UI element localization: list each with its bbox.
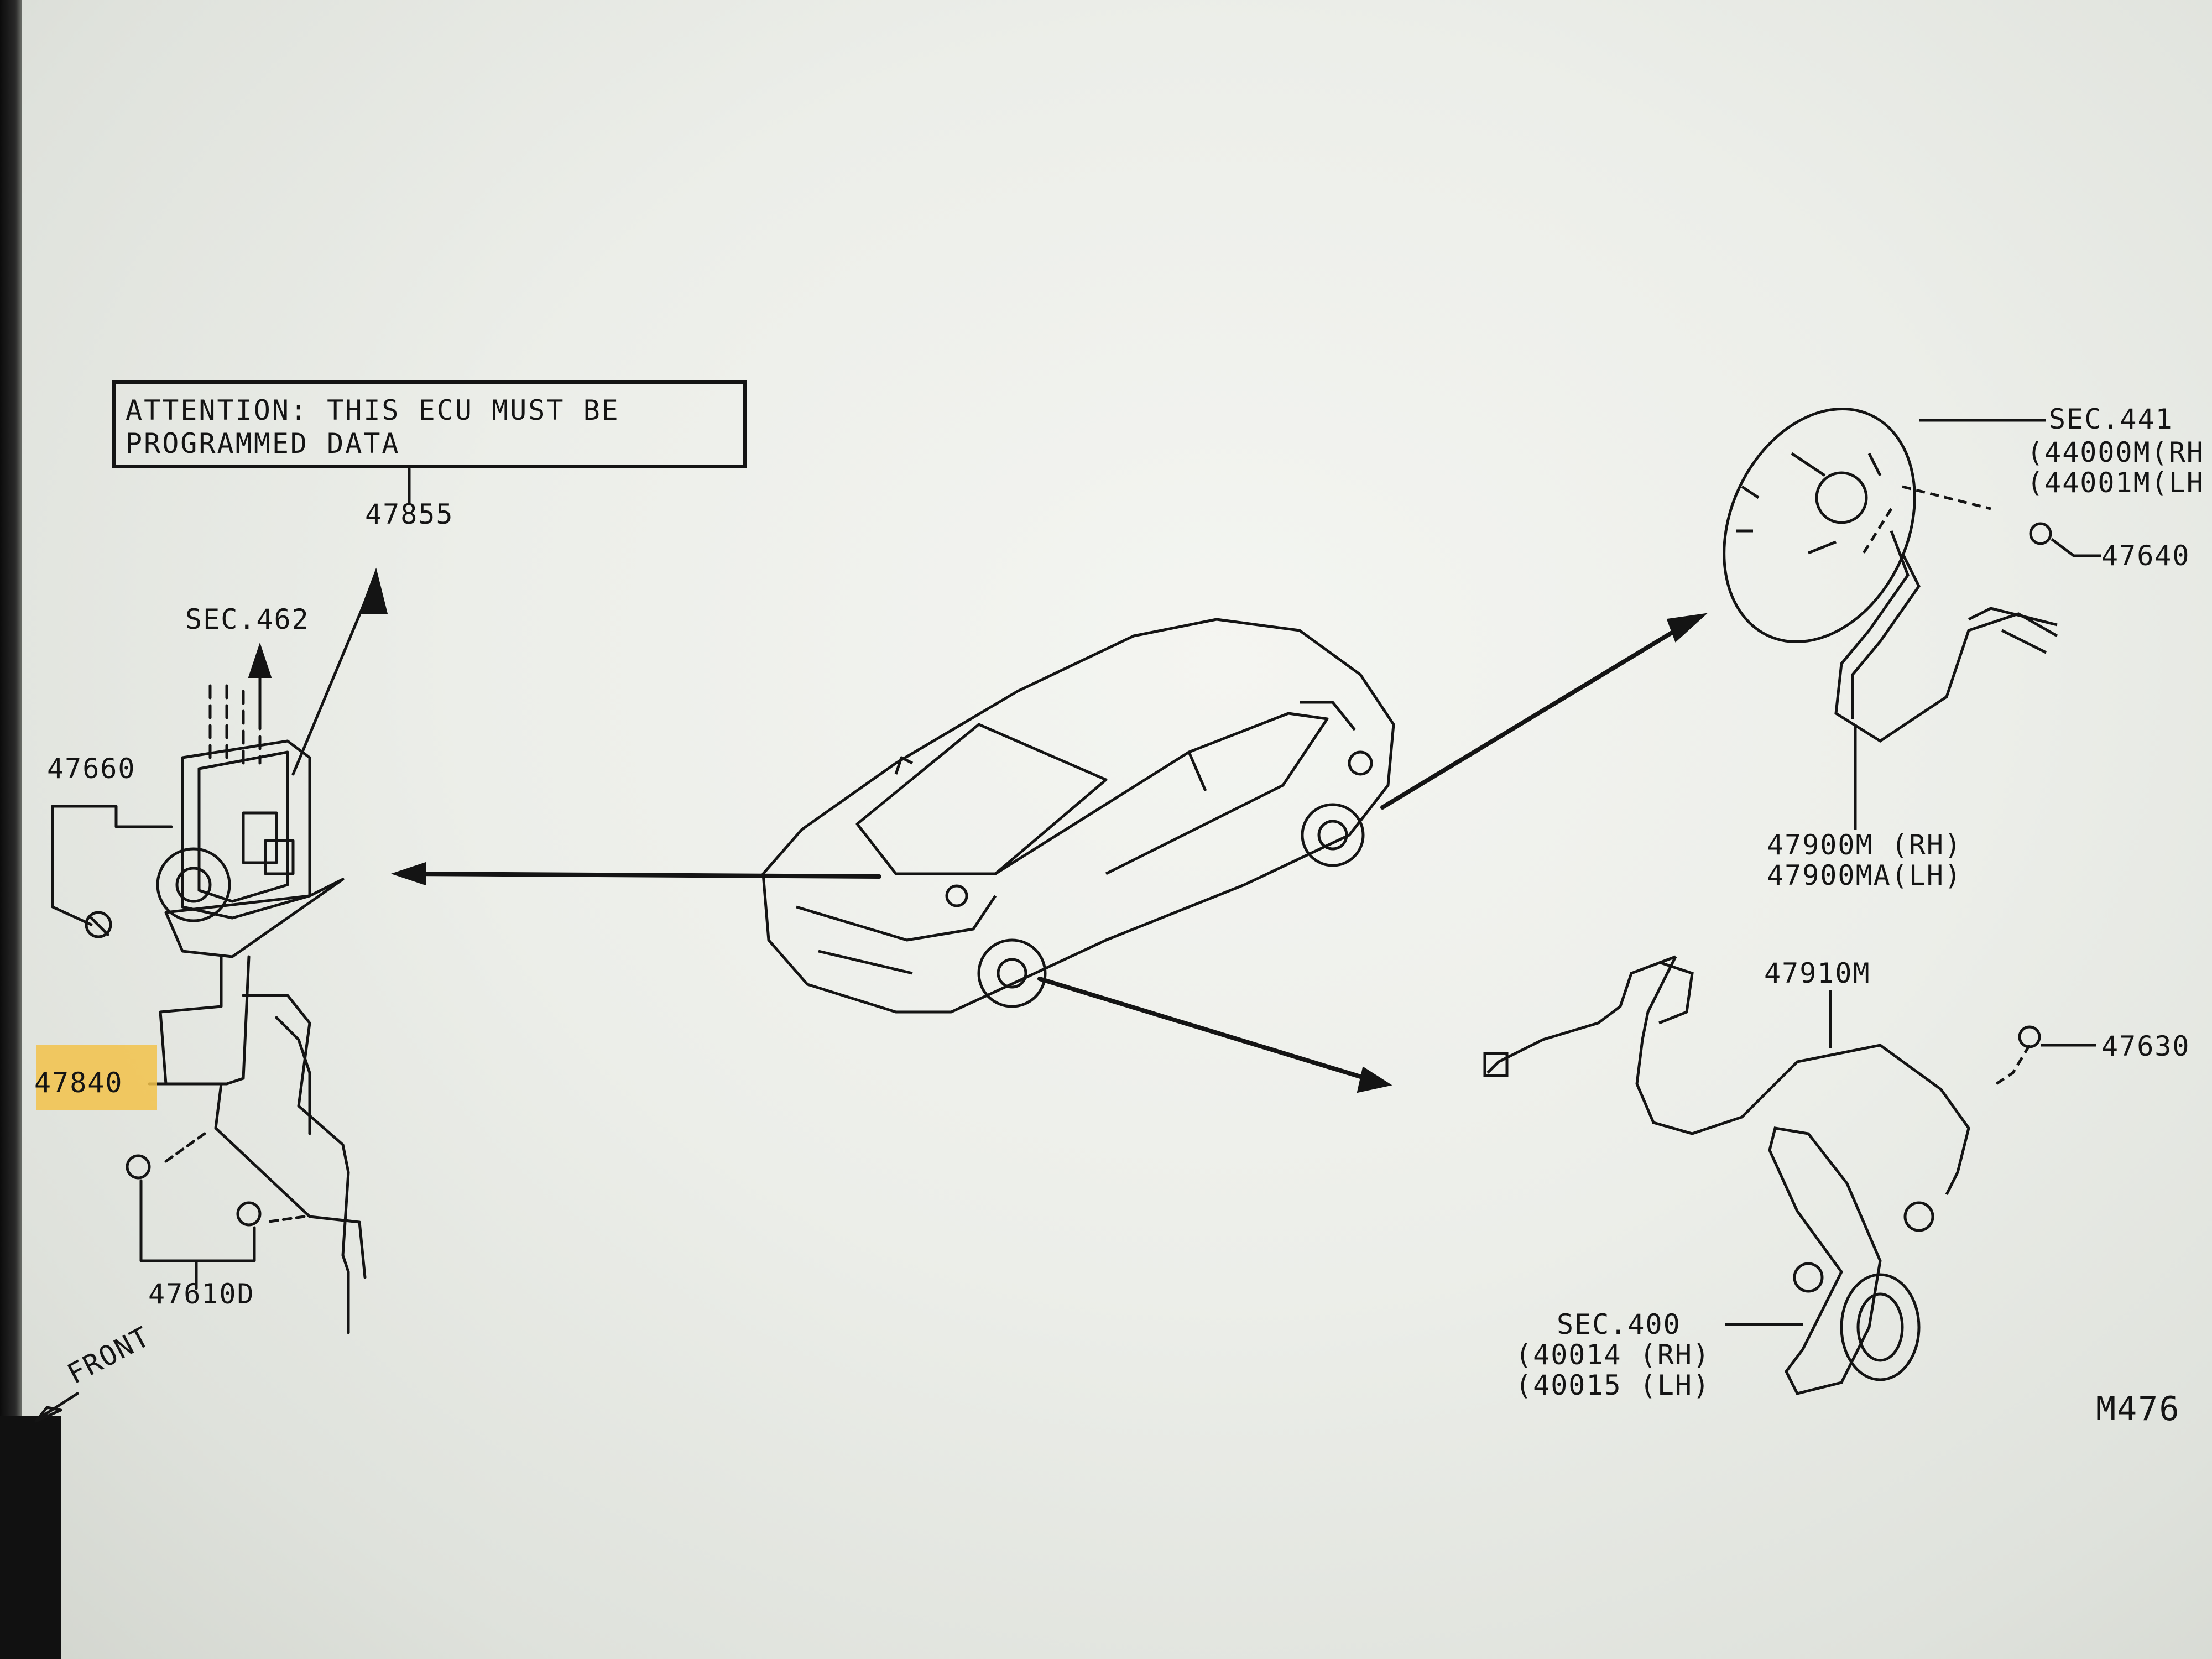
section-441-lh: (44001M(LH (2027, 467, 2205, 499)
section-ref-462: SEC.462 (185, 603, 310, 635)
diagram-page-code: M476 (2096, 1390, 2180, 1428)
section-400-rh: (40014 (RH) (1515, 1339, 1711, 1371)
front-knuckle-drawing (1483, 955, 2096, 1395)
notice-line-2: PROGRAMMED DATA (126, 427, 400, 460)
monitor-bezel-corner (0, 1416, 61, 1659)
part-label-front-bolt: 47630 (2101, 1030, 2190, 1062)
ecu-arrow-head (358, 567, 388, 614)
arrow-to-front-line (1037, 977, 1368, 1081)
bolts-drawing (126, 1154, 262, 1290)
part-label-bolts: 47610D (148, 1278, 255, 1310)
arrow-to-front-head (1357, 1066, 1392, 1093)
part-label-rear-bolt: 47640 (2101, 540, 2190, 572)
part-label-rear-sensor-rh: 47900M (RH) (1767, 829, 1963, 861)
part-label-ecu: 47855 (365, 498, 454, 530)
part-label-rear-sensor-lh: 47900MA(LH) (1767, 859, 1963, 891)
actuator-leader-2 (51, 805, 93, 926)
arrow-to-rear-line (1380, 628, 1678, 810)
front-arrow-line (37, 1392, 79, 1420)
part-label-front-sensor: 47910M (1764, 957, 1871, 989)
diagram-screen (22, 0, 2212, 1659)
part-number-highlight (36, 1045, 157, 1110)
sec462-arrow-head (248, 642, 272, 678)
part-label-bracket: 47840 (34, 1067, 123, 1099)
bracket-drawing (159, 955, 367, 1334)
section-ref-400: SEC.400 (1557, 1308, 1681, 1340)
monitor-bezel (0, 0, 22, 1659)
rear-backing-plate-drawing (1723, 407, 2101, 830)
vehicle-drawing (761, 618, 1395, 1014)
abs-actuator-drawing (85, 684, 345, 958)
arrow-to-actuator-line (407, 872, 881, 879)
section-441-rh: (44000M(RH (2027, 436, 2205, 468)
section-400-lh: (40015 (LH) (1515, 1369, 1711, 1401)
arrow-to-rear-head (1666, 613, 1708, 643)
actuator-leader (51, 805, 173, 828)
arrow-to-actuator-head (390, 862, 426, 886)
rear-bolt-leader (2051, 538, 2101, 557)
notice-line-1: ATTENTION: THIS ECU MUST BE (126, 394, 620, 426)
part-label-actuator: 47660 (47, 753, 136, 785)
section-ref-441: SEC.441 (2049, 403, 2173, 435)
programming-notice-box: ATTENTION: THIS ECU MUST BE PROGRAMMED D… (112, 380, 747, 468)
